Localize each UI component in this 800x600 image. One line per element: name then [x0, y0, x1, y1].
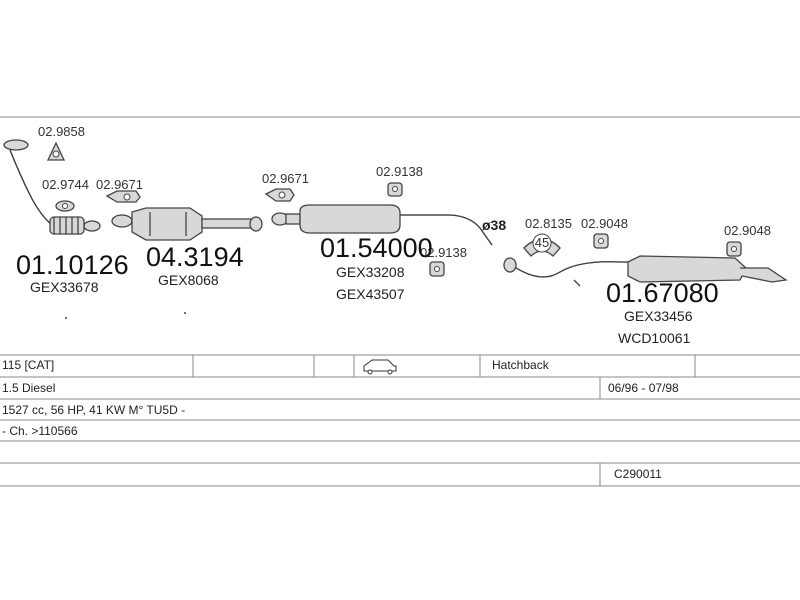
table-engine: 1.5 Diesel — [2, 381, 56, 395]
label-9671-b: 02.9671 — [262, 171, 309, 186]
part-number-3: 01.54000 — [320, 233, 433, 263]
part-number-1: 01.10126 — [16, 250, 129, 280]
part-ref-2: GEX8068 — [158, 272, 219, 288]
label-8135: 02.8135 — [525, 216, 572, 231]
vehicle-table-grid — [0, 354, 800, 487]
gasket-9671-b — [264, 188, 295, 202]
part-number-2: 04.3194 — [146, 242, 244, 272]
part-number-4: 01.67080 — [606, 278, 719, 308]
dot-1 — [65, 317, 67, 319]
hatchback-car-icon — [363, 359, 397, 375]
gasket-9671-a — [105, 190, 141, 203]
label-9048-a: 02.9048 — [581, 216, 628, 231]
rear-silencer — [503, 255, 788, 287]
table-code: C290011 — [614, 467, 662, 481]
table-body-type: Hatchback — [492, 358, 549, 372]
label-9858: 02.9858 — [38, 124, 85, 139]
part-ref-1: GEX33678 — [30, 279, 99, 295]
dot-2 — [184, 312, 186, 314]
front-downpipe — [3, 139, 101, 235]
label-9671-a: 02.9671 — [96, 177, 143, 192]
centre-silencer — [271, 204, 493, 246]
table-period: 06/96 - 07/98 — [608, 381, 679, 395]
gasket-9858 — [46, 141, 66, 161]
label-9744: 02.9744 — [42, 177, 89, 192]
label-9048-b: 02.9048 — [724, 223, 771, 238]
label-9138-a: 02.9138 — [376, 164, 423, 179]
part-ref-3b: GEX43507 — [336, 286, 405, 302]
part-ref-4: GEX33456 — [624, 308, 693, 324]
hanger-9138-a — [387, 182, 403, 197]
clamp-9744 — [55, 200, 75, 212]
hanger-9048-b — [726, 241, 742, 257]
hanger-9138-b — [429, 261, 445, 277]
part-ref-4b: WCD10061 — [618, 330, 691, 346]
diameter-label: ø38 — [482, 217, 506, 233]
table-chassis: - Ch. >110566 — [2, 424, 78, 438]
connector-ring-8135: 45 — [523, 233, 561, 257]
catalytic-converter — [111, 207, 263, 241]
ring-label: 45 — [535, 235, 549, 250]
label-9138-b: 02.9138 — [420, 245, 467, 260]
table-spec: 1527 cc, 56 HP, 41 KW M° TU5D - — [2, 403, 186, 417]
part-ref-3: GEX33208 — [336, 264, 405, 280]
table-model: 115 [CAT] — [2, 358, 55, 372]
hanger-9048-a — [593, 233, 609, 249]
